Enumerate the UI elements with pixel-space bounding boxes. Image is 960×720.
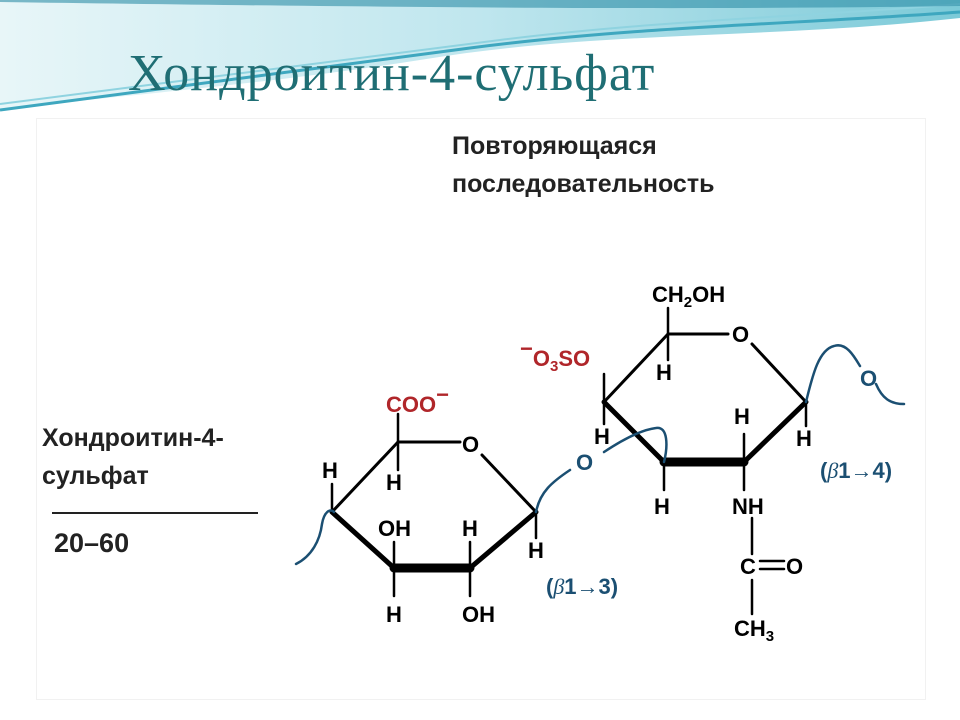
acetyl-carbon: C [740, 554, 756, 579]
acetyl-oxygen: O [786, 554, 803, 579]
ring2-nh: NH [732, 494, 764, 519]
glucuronate-ring [329, 412, 539, 598]
content-frame [36, 118, 926, 700]
linkage-oxygen: O [576, 450, 593, 475]
coo-group: COO− [386, 382, 449, 417]
ch2oh-group: CH2OH [652, 282, 725, 311]
side-label-line-1: Хондроитин-4- [42, 424, 224, 452]
linkage-beta-1-3: (β1→3) [546, 574, 618, 599]
sulfate-group: −O3SO [520, 336, 590, 375]
ring2-h-c5: H [656, 360, 672, 385]
ring1-h-c4: H [322, 458, 338, 483]
linkage-beta-1-4: (β1→4) [820, 458, 892, 483]
side-label-line-2: сульфат [42, 462, 149, 490]
side-label-divider [52, 512, 258, 514]
end-oxygen: O [860, 366, 877, 391]
ring1-h-c5: H [386, 470, 402, 495]
ring1-h-c3: H [386, 602, 402, 627]
ring2-h-c3: H [654, 494, 670, 519]
ring1-h-c1: H [528, 538, 544, 563]
slide-title: Хондроитин-4-сульфат [128, 45, 656, 102]
ring1-oh-c2: OH [462, 602, 495, 627]
ring2-h-c4: H [594, 424, 610, 449]
ring2-h-c2-up: H [734, 404, 750, 429]
ring1-oxygen: O [462, 432, 479, 457]
glycosidic-links [294, 344, 906, 566]
galnac-ring [601, 306, 809, 616]
ring2-oxygen: O [732, 322, 749, 347]
methyl-group: CH3 [734, 616, 774, 645]
header-banner [0, 0, 960, 113]
ring1-oh-c3: OH [378, 516, 411, 541]
ring1-h-c2: H [462, 516, 478, 541]
heading-line-2: последовательность [452, 170, 715, 198]
heading-line-1: Повторяющаяся [452, 132, 657, 160]
ring2-h-c1: H [796, 426, 812, 451]
repeat-count: 20–60 [54, 528, 130, 558]
